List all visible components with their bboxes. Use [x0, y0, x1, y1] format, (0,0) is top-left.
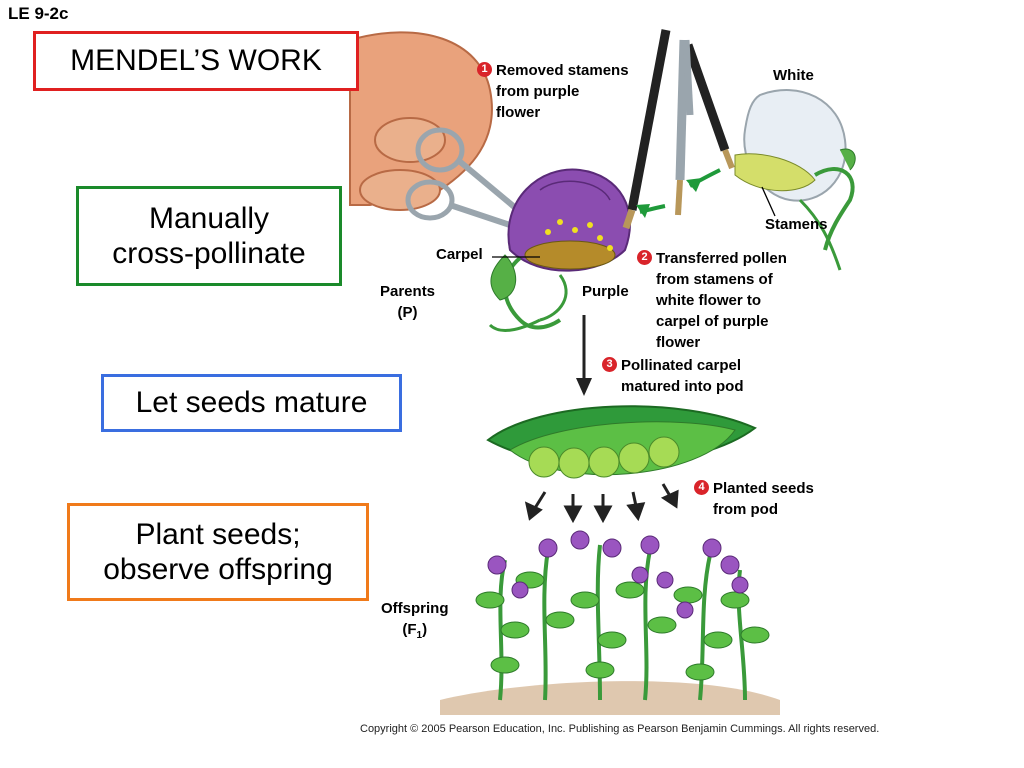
step-1-badge: 1 [477, 62, 492, 77]
step-1-line-1: Removed stamens [496, 62, 629, 79]
plant-seeds-line-2: observe offspring [103, 553, 333, 586]
white-label: White [773, 67, 814, 84]
step-4-line-1: Planted seeds [713, 480, 814, 497]
offspring-gen-close: ) [422, 621, 428, 638]
step-2-line-5: flower [656, 334, 701, 351]
step-2-badge: 2 [637, 250, 652, 265]
offspring-text: Offspring [381, 600, 449, 617]
step-2-label: 2 Transferred pollen from stamens of whi… [637, 248, 787, 353]
offspring-gen-sub: 1 [416, 630, 423, 641]
plant-seeds-line-1: Plant seeds; [135, 517, 301, 551]
down-arrow [576, 315, 592, 396]
seeds-mature-box: Let seeds mature [101, 374, 402, 432]
step-2-line-1: Transferred pollen [656, 250, 787, 267]
step-1-label: 1 Removed stamens from purple flower [477, 60, 629, 123]
stamens-label: Stamens [765, 216, 828, 233]
purple-label: Purple [582, 283, 629, 300]
step-4-badge: 4 [694, 480, 709, 495]
step-1-line-2: from purple [496, 83, 580, 100]
plant-seeds-box: Plant seeds; observe offspring [67, 503, 369, 601]
title-box: MENDEL’S WORK [33, 31, 359, 91]
step-1-line-3: flower [496, 104, 541, 121]
cross-pollinate-line-2: cross-pollinate [112, 237, 306, 270]
offspring-gen: (F [402, 621, 417, 638]
step-3-label: 3 Pollinated carpel matured into pod [602, 355, 744, 397]
carpel-label: Carpel [436, 246, 483, 263]
pea-pod [486, 405, 757, 479]
step-3-line-2: matured into pod [621, 378, 744, 395]
cross-pollinate-box: Manually cross-pollinate [76, 186, 342, 286]
parents-label: Parents (P) [380, 281, 435, 323]
slide-id: LE 9-2c [8, 4, 69, 23]
step-2-line-2: from stamens of [656, 271, 773, 288]
seeds-mature-text: Let seeds mature [135, 386, 368, 420]
title-text: MENDEL’S WORK [70, 44, 322, 78]
step-4-line-2: from pod [713, 501, 778, 518]
parents-text: Parents [380, 283, 436, 300]
step-3-line-1: Pollinated carpel [621, 357, 742, 374]
step-2-line-3: white flower to [656, 292, 761, 309]
step-3-badge: 3 [602, 357, 617, 372]
paintbrushes [622, 29, 735, 230]
step-2-line-4: carpel of purple [656, 313, 769, 330]
step-4-label: 4 Planted seeds from pod [694, 478, 814, 520]
parents-gen: (P) [397, 304, 418, 321]
white-flower [734, 89, 856, 271]
copyright-notice: Copyright © 2005 Pearson Education, Inc.… [360, 723, 880, 735]
cross-pollinate-line-1: Manually [148, 201, 270, 235]
seed-arrows [524, 483, 679, 524]
stamens-leader-line [761, 186, 776, 217]
purple-flower [488, 168, 631, 332]
offspring-plants [440, 530, 780, 715]
offspring-label: Offspring (F1) [381, 598, 449, 643]
